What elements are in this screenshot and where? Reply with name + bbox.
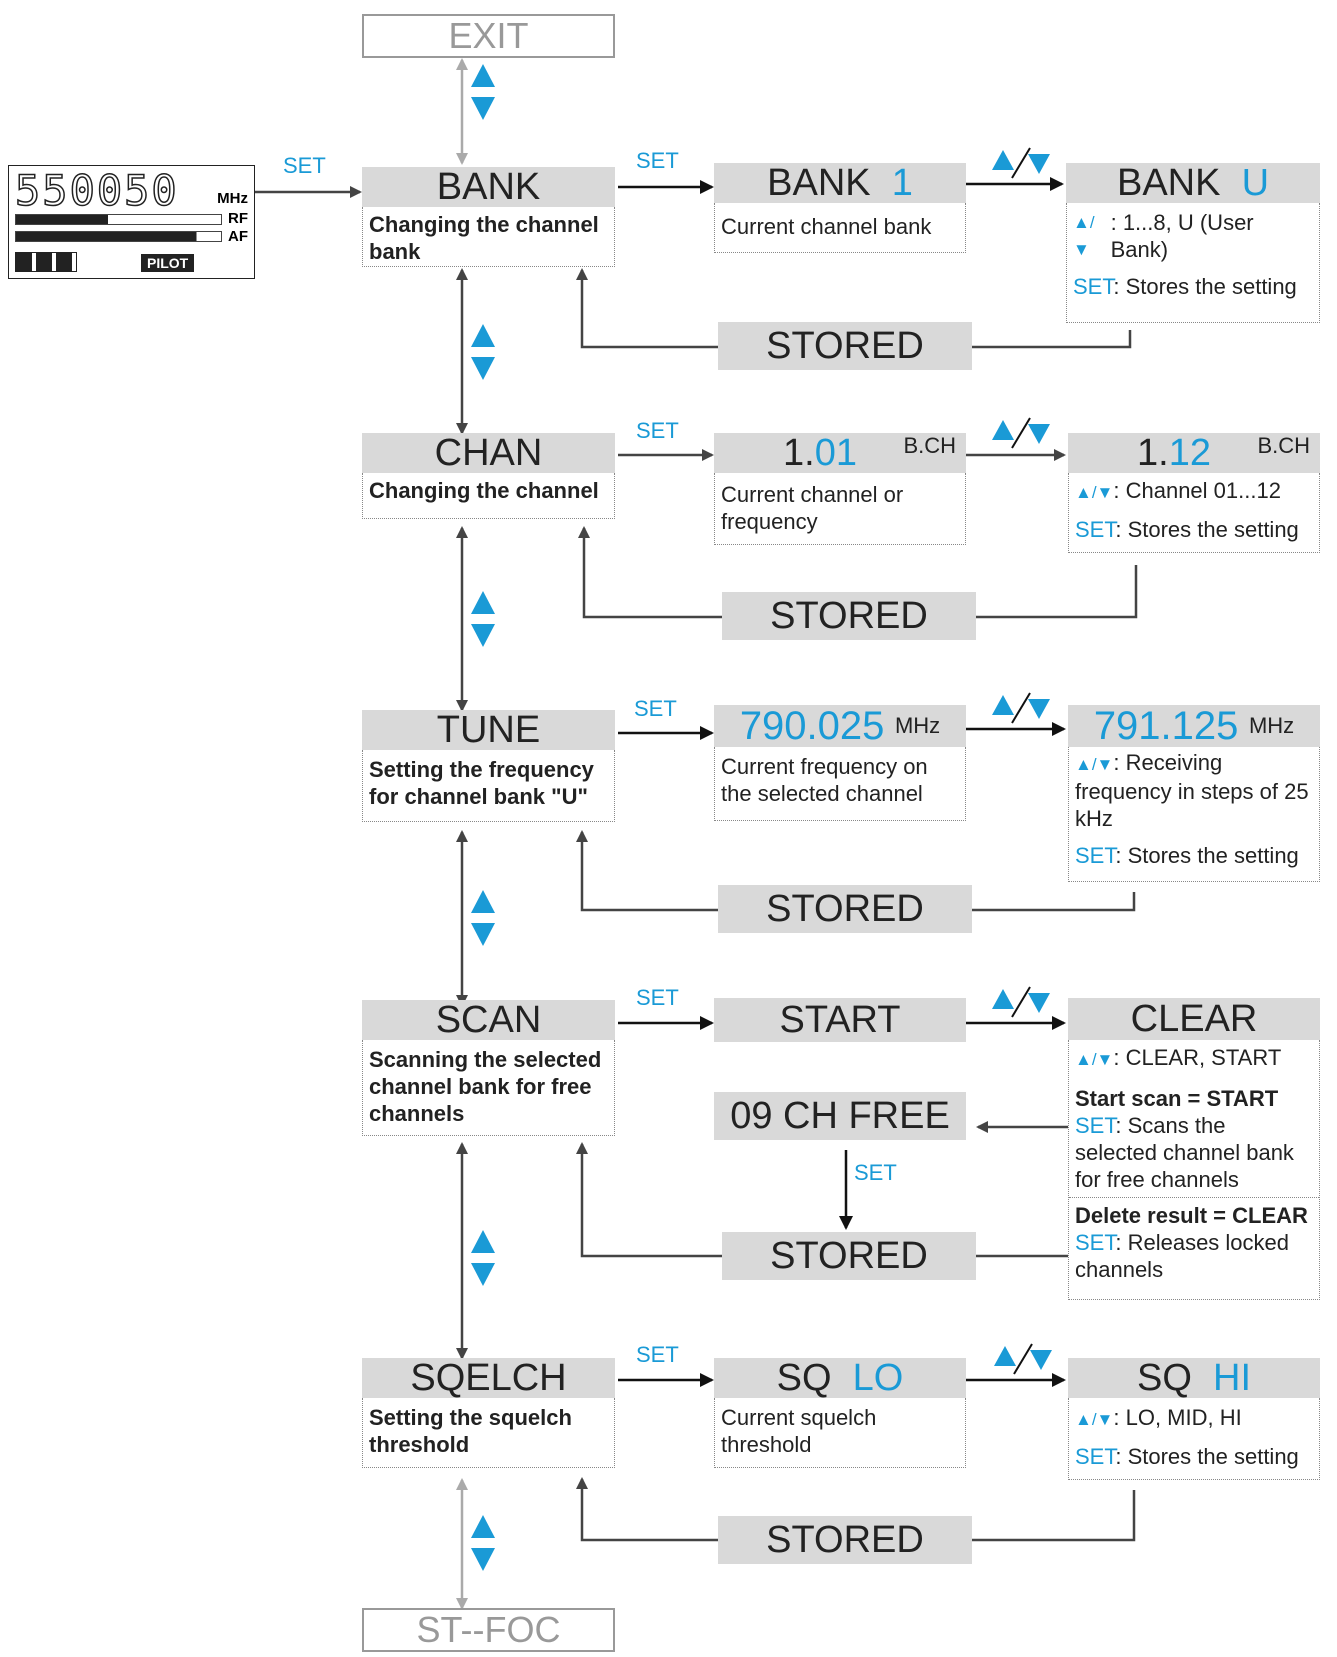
chan-current-desc: Current channel or frequency (714, 473, 966, 545)
sqelch-current-desc: Current squelch threshold (714, 1398, 966, 1468)
set-label: SET (854, 1160, 897, 1185)
chan-new-desc: ▲/▼: Channel 01...12 SET: Stores the set… (1068, 473, 1320, 553)
scan-start: START (714, 998, 966, 1042)
lcd-rf: RF (228, 210, 248, 227)
set-label: SET (636, 985, 679, 1010)
scan-clear-desc: ▲/▼: CLEAR, START Start scan = START SET… (1068, 1040, 1320, 1300)
tune-stored: STORED (718, 885, 972, 933)
bank-current: BANK 1 (714, 162, 966, 204)
bank-current-desc: Current channel bank (714, 203, 966, 253)
set-label: SET (634, 696, 677, 721)
chan-menu-desc: Changing the channel (362, 473, 615, 519)
up-slash-down-icons (992, 147, 1052, 1375)
set-label: SET (636, 148, 679, 173)
bank-new-desc: ▲/▼: 1...8, U (User Bank) SET: Stores th… (1066, 203, 1320, 323)
updown-icon: ▲/▼ (1075, 1410, 1114, 1429)
scan-free: 09 CH FREE (714, 1092, 966, 1140)
tune-new-desc: ▲/▼: Receiving frequency in steps of 25 … (1068, 747, 1320, 882)
sqelch-new: SQ HI (1068, 1357, 1320, 1399)
scan-menu-desc: Scanning the selected channel bank for f… (362, 1040, 615, 1136)
tune-menu-desc: Setting the frequency for channel bank "… (362, 750, 615, 822)
exit-box[interactable]: EXIT (362, 14, 615, 58)
chan-menu[interactable]: CHAN (362, 432, 615, 474)
lcd-digits: 550050 (14, 165, 179, 216)
scan-menu[interactable]: SCAN (362, 999, 615, 1041)
lcd-display: 550050 MHz RF AF PILOT (8, 165, 255, 279)
sqelch-menu-desc: Setting the squelch threshold (362, 1398, 615, 1468)
st-foc-box[interactable]: ST--FOC (362, 1608, 615, 1652)
updown-icon: ▲/▼ (1075, 483, 1114, 502)
lcd-rf-bar (15, 214, 222, 225)
tune-new: 791.125 MHz (1068, 704, 1320, 748)
bank-new: BANK U (1066, 162, 1320, 204)
battery-icon (15, 252, 77, 272)
scan-clear: CLEAR (1068, 998, 1320, 1040)
sqelch-stored: STORED (718, 1516, 972, 1564)
sqelch-menu[interactable]: SQELCH (362, 1357, 615, 1399)
updown-icon: ▲/▼ (1075, 755, 1114, 774)
tune-current: 790.025 MHz (714, 704, 966, 748)
tune-current-desc: Current frequency on the selected channe… (714, 747, 966, 821)
chan-new: 1.12 B.CH (1068, 432, 1320, 474)
set-label: SET (283, 153, 326, 178)
bch-label: B.CH (903, 433, 956, 458)
updown-icon: ▲/▼ (1075, 1050, 1114, 1069)
set-label: SET (636, 418, 679, 443)
set-label: SET (636, 1342, 679, 1367)
bank-stored: STORED (718, 322, 972, 370)
lcd-unit: MHz (217, 190, 248, 207)
scan-stored: STORED (722, 1232, 976, 1280)
tune-menu[interactable]: TUNE (362, 709, 615, 751)
sqelch-new-desc: ▲/▼: LO, MID, HI SET: Stores the setting (1068, 1398, 1320, 1480)
lcd-af: AF (228, 228, 248, 245)
chan-current: 1.01 B.CH (714, 432, 966, 474)
bch-label: B.CH (1257, 433, 1310, 458)
sqelch-current: SQ LO (714, 1357, 966, 1399)
chan-stored: STORED (722, 592, 976, 640)
updown-icon: ▲/▼ (1073, 213, 1095, 259)
lcd-pilot: PILOT (141, 254, 195, 272)
bank-menu-desc: Changing the channel bank (362, 207, 615, 267)
lcd-af-bar (15, 231, 222, 242)
bank-menu[interactable]: BANK (362, 166, 615, 208)
updown-icons (471, 64, 495, 1571)
